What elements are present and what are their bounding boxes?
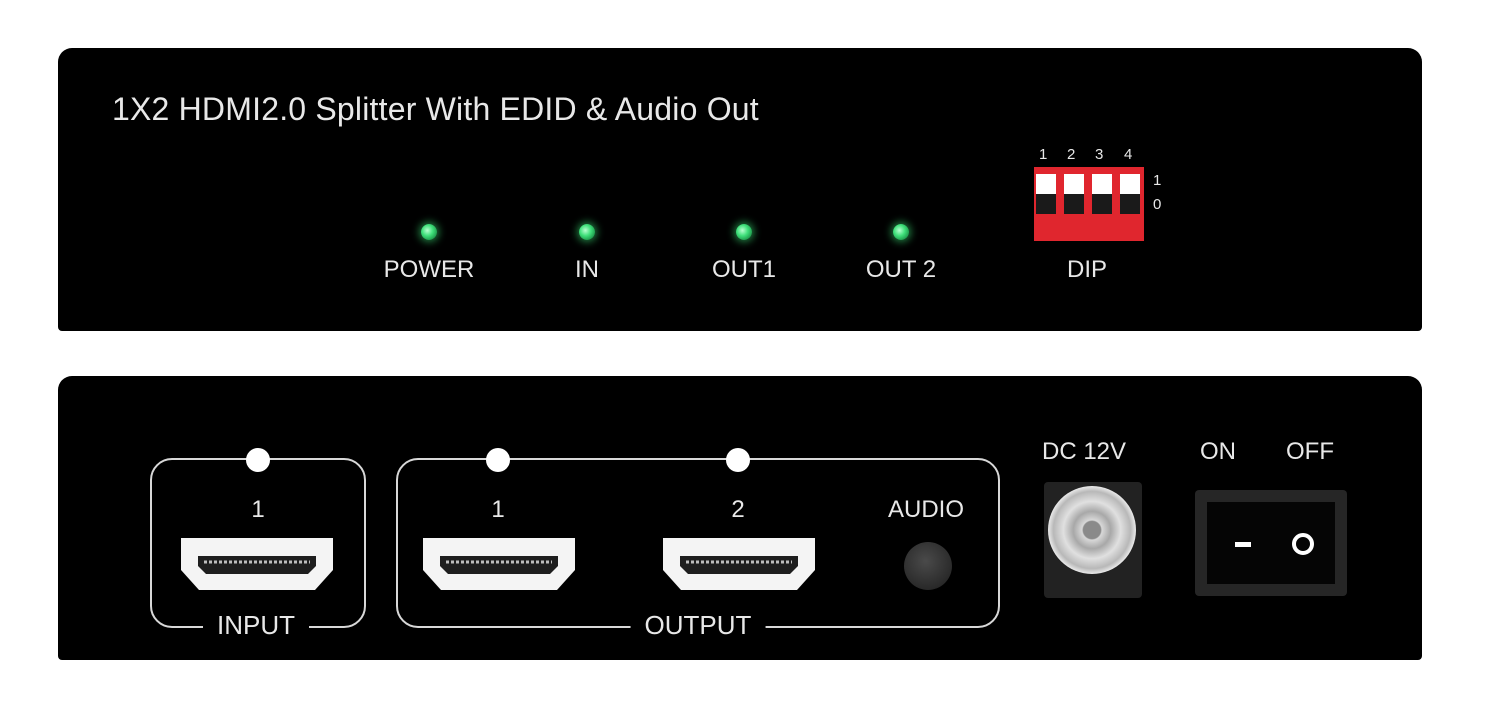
switch-on-mark-icon [1235,542,1251,547]
dc-jack-icon [1048,486,1136,574]
dip-number-3: 3 [1095,146,1104,163]
output1-port-number: 1 [491,496,505,523]
output-group-label: OUTPUT [630,610,766,641]
out1-led-icon [736,224,752,240]
output2-indicator-dot-icon [726,448,750,472]
power-rocker-switch[interactable] [1195,490,1347,596]
audio-jack-icon[interactable] [904,542,952,590]
input-indicator-dot-icon [246,448,270,472]
product-title: 1X2 HDMI2.0 Splitter With EDID & Audio O… [112,91,759,127]
out1-led-label: OUT1 [711,256,777,283]
hdmi-output1-port-icon[interactable] [420,536,578,592]
front-panel: 1X2 HDMI2.0 Splitter With EDID & Audio O… [58,48,1422,331]
power-led-icon [421,224,437,240]
dc-power-label: DC 12V [1042,438,1127,465]
dip-switch-4[interactable] [1120,174,1140,214]
output2-port-number: 2 [731,496,745,523]
dip-position-down-label: 0 [1153,196,1162,213]
power-led-label: POWER [383,256,475,283]
hdmi-input-port-icon[interactable] [178,536,336,592]
dip-number-1: 1 [1039,146,1048,163]
switch-on-label: ON [1200,438,1236,465]
in-led-label: IN [575,256,599,283]
switch-off-label: OFF [1286,438,1334,465]
dip-label: DIP [1066,256,1108,283]
dip-number-4: 4 [1124,146,1133,163]
dip-switch-1[interactable] [1036,174,1056,214]
out2-led-label: OUT 2 [865,256,937,283]
input-group-label: INPUT [203,610,309,641]
dip-number-2: 2 [1067,146,1076,163]
rear-panel: INPUT 1 OUTPUT 1 2 AUDIO DC 12V ON OFF [58,376,1422,660]
dc-power-socket[interactable] [1044,482,1142,598]
hdmi-output2-port-icon[interactable] [660,536,818,592]
dip-switch-3[interactable] [1092,174,1112,214]
in-led-icon [579,224,595,240]
output1-indicator-dot-icon [486,448,510,472]
audio-label: AUDIO [888,496,965,523]
dip-switch-2[interactable] [1064,174,1084,214]
input-port-number: 1 [251,496,265,523]
out2-led-icon [893,224,909,240]
switch-off-mark-icon [1292,533,1314,555]
dip-switch-block [1034,167,1144,241]
dip-position-up-label: 1 [1153,172,1162,189]
